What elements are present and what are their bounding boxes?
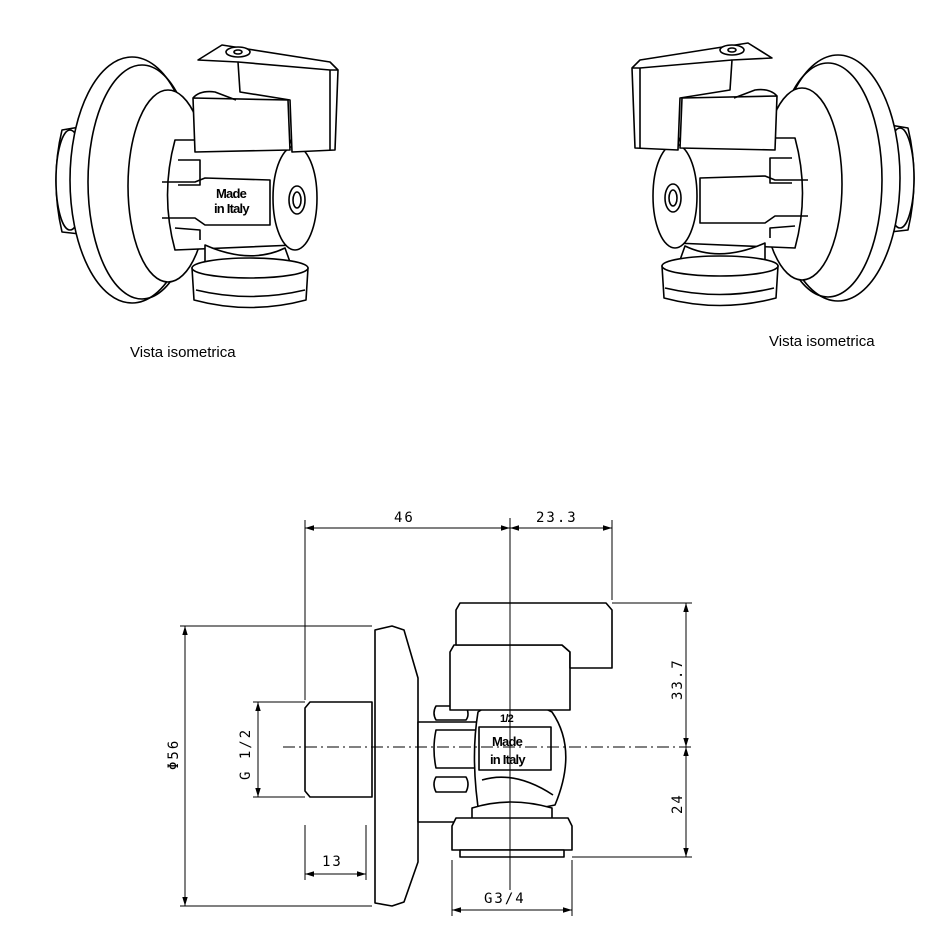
dim-23-3: 23.3	[536, 510, 578, 526]
inlet-thread	[304, 701, 373, 798]
front-marking-made: Made	[492, 734, 523, 749]
dim-g-3-4: G3/4	[484, 891, 526, 907]
handle-lever	[455, 602, 613, 669]
size-mark: 1/2	[500, 713, 514, 725]
dim-24: 24	[670, 793, 686, 814]
dim-13: 13	[322, 854, 343, 870]
front-marking-in-italy: in Italy	[490, 752, 526, 767]
iso-view-left: Made in Italy Vista isometrica	[55, 44, 339, 361]
dim-g-1-2: G 1/2	[238, 728, 254, 780]
wall-plate	[374, 625, 419, 907]
outlet-nut	[451, 817, 573, 851]
dim-33-7: 33.7	[670, 658, 686, 700]
marking-made: Made	[216, 186, 247, 201]
front-view: Made in Italy 1/2 46 23.3 33.7 24 Φ56 G …	[166, 510, 692, 916]
iso-view-right: Vista isometrica	[631, 42, 915, 350]
iso-caption-left: Vista isometrica	[130, 344, 236, 361]
dim-phi-56: Φ56	[166, 739, 182, 770]
iso-caption-right: Vista isometrica	[769, 333, 875, 350]
dim-46: 46	[394, 510, 415, 526]
marking-in-italy: in Italy	[214, 201, 250, 216]
